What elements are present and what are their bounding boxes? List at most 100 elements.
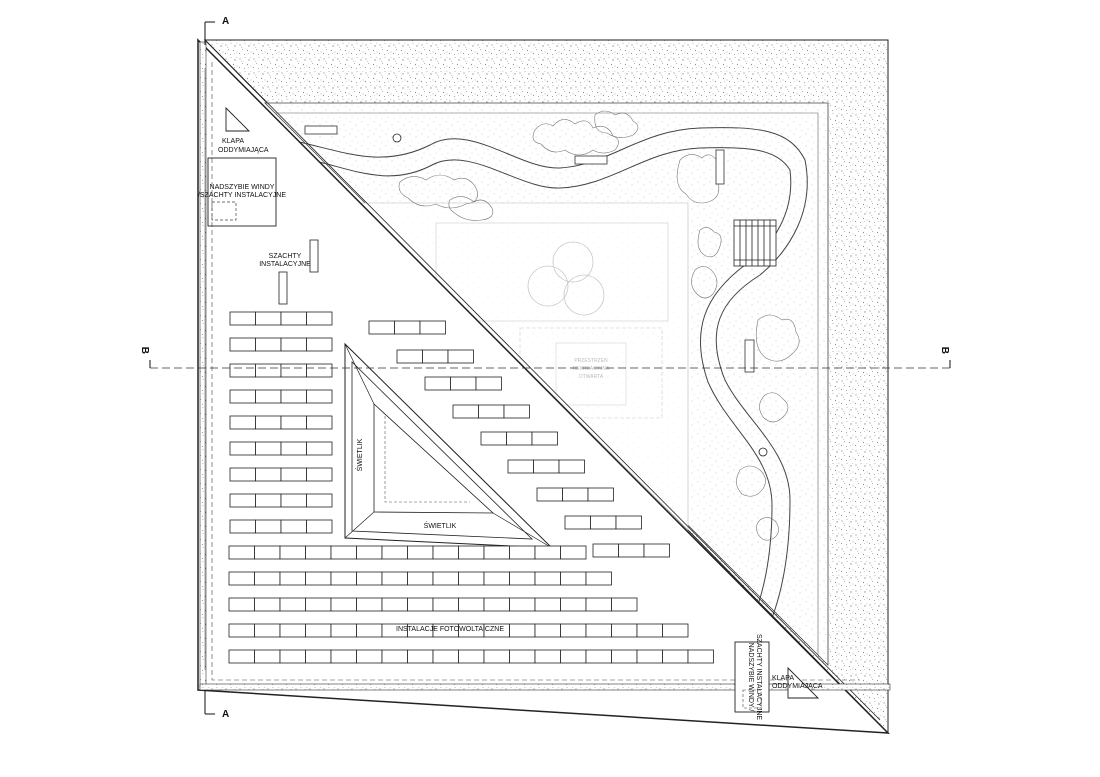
pv-panel (611, 623, 638, 638)
pv-panel (483, 597, 510, 612)
shafts-label-1: SZACHTY (269, 253, 302, 260)
pv-panel (229, 363, 256, 378)
pv-panel (306, 337, 333, 352)
pv-panel (509, 649, 536, 664)
pv-panel (643, 543, 670, 558)
pv-panel (280, 415, 307, 430)
pv-panel (306, 363, 333, 378)
pv-panel (407, 571, 434, 586)
skylight-label-vertical: ŚWIETLIK (355, 438, 364, 471)
circular-planters (527, 241, 605, 316)
pv-panel (229, 389, 256, 404)
pv-panel (534, 571, 561, 586)
pv-panel (356, 649, 383, 664)
pv-panel (432, 597, 459, 612)
elevator-overrun-bottom-label-2: SZACHTY INSTALACYJNE (755, 634, 762, 720)
pv-panel (279, 649, 306, 664)
pv-panel (560, 571, 587, 586)
pv-panel (536, 487, 563, 502)
elevator-overrun-top-label-1: NADSZYBIE WINDY (210, 184, 275, 191)
pv-panel (229, 519, 256, 534)
pv-panel (636, 649, 663, 664)
smoke-hatch-top (225, 106, 251, 132)
pv-panel (534, 545, 561, 560)
pv-panel (381, 597, 408, 612)
smoke-hatch-top-label-2: ODDYMIAJĄCA (218, 147, 269, 154)
pv-panel (636, 623, 663, 638)
pv-panel (229, 467, 256, 482)
pv-panel (255, 337, 282, 352)
pv-panel (254, 545, 281, 560)
pv-panel (228, 597, 255, 612)
pv-panel (662, 649, 689, 664)
pv-panel (432, 649, 459, 664)
pv-panel (330, 545, 357, 560)
pv-panel (280, 441, 307, 456)
pv-panel (381, 571, 408, 586)
pv-panel (458, 545, 485, 560)
shafts-label-2: INSTALACYJNE (259, 261, 311, 268)
pv-panel (229, 337, 256, 352)
pv-panel (483, 545, 510, 560)
pv-panel (228, 649, 255, 664)
pv-panel (534, 623, 561, 638)
pv-panel (560, 649, 587, 664)
pv-panel (330, 649, 357, 664)
tree-icon (392, 133, 768, 457)
pv-panel (590, 515, 617, 530)
pv-panel (255, 467, 282, 482)
pv-panel (450, 376, 477, 391)
pv-panel (305, 649, 332, 664)
pv-panel (432, 571, 459, 586)
photovoltaic-panel-icon (228, 311, 714, 664)
faint-label-2: REKREACYJNA (573, 366, 611, 372)
pv-panel (587, 487, 614, 502)
elevator-overrun-top-dashed (211, 201, 237, 221)
roof-triangle: KLAPA ODDYMIAJĄCA NADSZYBIE WINDY /SZACH… (197, 38, 891, 734)
pv-panel (458, 571, 485, 586)
recreation-space (519, 327, 663, 419)
pv-panel (305, 597, 332, 612)
pv-panel (407, 597, 434, 612)
pv-panel (229, 493, 256, 508)
skylight-frame (351, 361, 534, 540)
bench-icon (304, 125, 755, 373)
pv-panel (560, 623, 587, 638)
pv-panel (509, 545, 536, 560)
inner-border-line (275, 112, 819, 655)
smoke-hatch-bottom-label-2: ODDYMIAJĄCA (772, 683, 823, 690)
pv-panel (330, 571, 357, 586)
pv-panel (534, 597, 561, 612)
pv-panel (255, 519, 282, 534)
skylight-inner (373, 403, 495, 514)
pv-panel (228, 623, 255, 638)
pv-panel (585, 649, 612, 664)
roof-slab (197, 38, 890, 734)
pv-panel (424, 376, 451, 391)
lawn-panel (435, 222, 669, 322)
pv-panel (480, 431, 507, 446)
section-b-right: B (939, 347, 950, 354)
pv-panel (229, 441, 256, 456)
pv-panel (687, 649, 714, 664)
section-line-b: B B (139, 347, 951, 369)
pv-panel (279, 623, 306, 638)
pv-panel (509, 597, 536, 612)
pv-panel (330, 623, 357, 638)
elevator-overrun-bottom-dashed (742, 689, 762, 709)
pv-panel (407, 545, 434, 560)
pv-panel (394, 320, 421, 335)
elevator-overrun-bottom (734, 641, 770, 713)
pv-panel (255, 441, 282, 456)
pv-panel (254, 571, 281, 586)
shaft-2 (278, 271, 288, 305)
pv-panel (611, 597, 638, 612)
pv-panel (585, 571, 612, 586)
pv-panel (562, 487, 589, 502)
pv-panel (255, 311, 282, 326)
skylight-corner-2 (344, 511, 375, 539)
pv-panel (560, 545, 587, 560)
pv-panel (419, 320, 446, 335)
parapet-edge-bottom (199, 683, 891, 691)
